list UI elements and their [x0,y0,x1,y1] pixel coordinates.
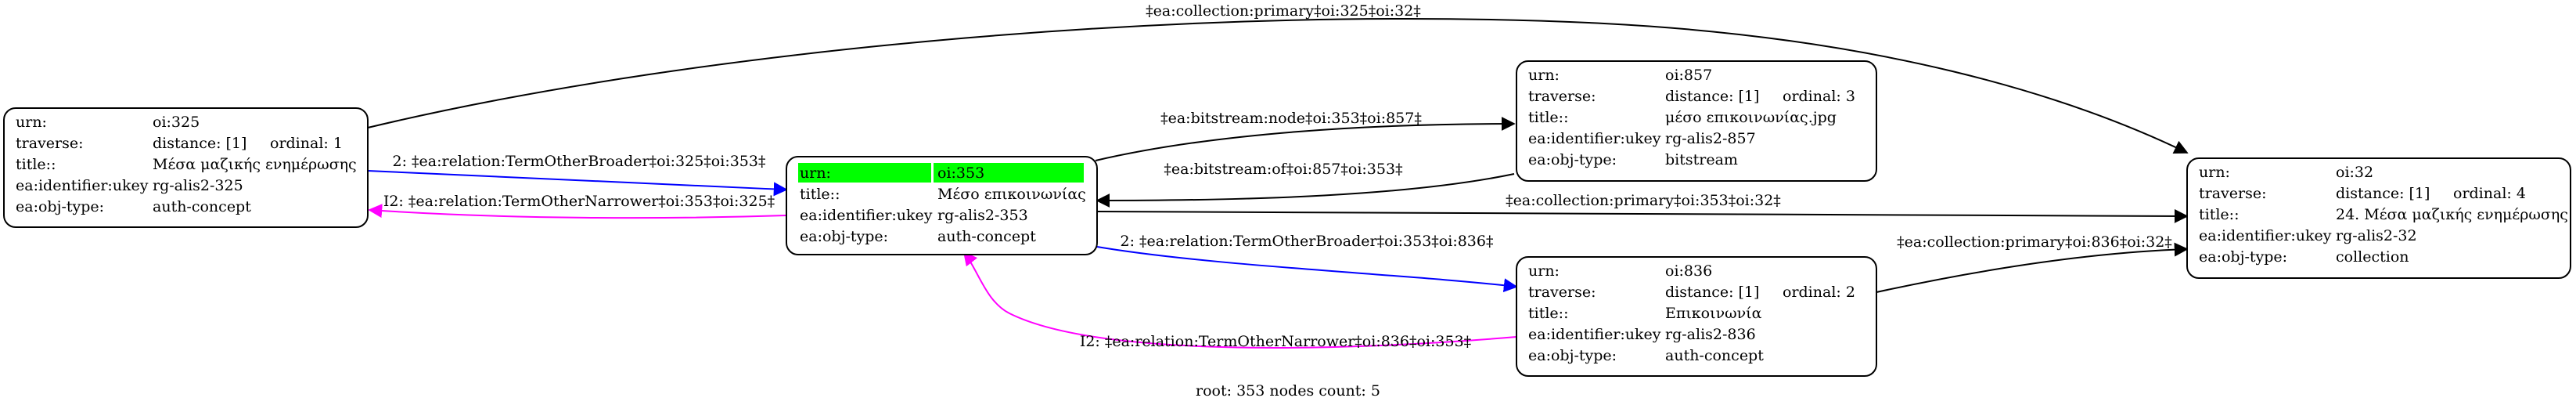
node-row-key: traverse: [16,135,84,152]
node-row-value: μέσο επικοινωνίας.jpg [1665,109,1837,126]
node-row-key: traverse: [1528,284,1596,301]
node-row-key: ea:identifier:ukey [16,177,149,194]
edge-857-to-353: ‡ea:bitstream:of‡oi:857‡oi:353‡ [1096,161,1515,208]
node-row-key: urn: [2199,164,2230,181]
node-row-value: rg-alis2-325 [153,177,243,194]
edge-label: ‡ea:bitstream:of‡oi:857‡oi:353‡ [1164,161,1402,178]
node-row-value: auth-concept [153,198,251,215]
node-row-value-2: ordinal: 3 [1783,88,1855,105]
edge-label: ‡ea:bitstream:node‡oi:353‡oi:857‡ [1160,110,1422,127]
edge-label: 2: ‡ea:relation:TermOtherBroader‡oi:325‡… [392,153,765,170]
edge-label: I2: ‡ea:relation:TermOtherNarrower‡oi:83… [1080,333,1471,350]
node-row-value: distance: [1] [1665,88,1759,105]
node-row-value: rg-alis2-857 [1665,130,1756,147]
node-row-key: title:: [1528,109,1568,126]
node-row-key: urn: [1528,67,1560,84]
node-row-value: Μέσα μαζικής ενημέρωσης [153,156,357,173]
node-row-value-2: ordinal: 1 [270,135,343,152]
node-row-value: Επικοινωνία [1665,305,1762,322]
node-row-key: title:: [2199,206,2239,223]
node-row-value: oi:32 [2336,164,2373,181]
node-oi-836[interactable]: urn: oi:836 traverse: distance: [1] ordi… [1516,256,1877,377]
node-row-value: oi:353 [937,165,984,182]
node-row-key: traverse: [2199,185,2267,202]
node-row-value-2: ordinal: 4 [2453,185,2526,202]
node-row-value: 24. Μέσα μαζικής ενημέρωσης [2336,206,2568,223]
edge-836-to-32: ‡ea:collection:primary‡oi:836‡oi:32‡ [1876,233,2189,293]
edge-353-to-857: ‡ea:bitstream:node‡oi:353‡oi:857‡ [1095,110,1516,161]
node-row-key: title:: [16,156,56,173]
node-oi-32[interactable]: urn: oi:32 traverse: distance: [1] ordin… [2186,157,2571,279]
graph-footer: root: 353 nodes count: 5 [1196,382,1380,400]
node-row-key: ea:obj-type: [1528,347,1617,364]
node-row-key: title:: [1528,305,1568,322]
node-row-value: rg-alis2-836 [1665,326,1756,343]
node-row-value: rg-alis2-32 [2336,227,2417,244]
edge-label: I2: ‡ea:relation:TermOtherNarrower‡oi:35… [383,193,775,210]
node-row-key: ea:obj-type: [16,198,104,215]
edge-label: ‡ea:collection:primary‡oi:353‡oi:32‡ [1506,192,1781,209]
node-row-key: ea:obj-type: [2199,248,2287,266]
node-row-key: ea:identifier:ukey [800,207,933,224]
node-row-value: distance: [1] [1665,284,1759,301]
edge-325-to-353-broader: 2: ‡ea:relation:TermOtherBroader‡oi:325‡… [367,153,788,197]
node-row-value: oi:325 [153,114,200,131]
edge-353-to-32: ‡ea:collection:primary‡oi:353‡oi:32‡ [1096,192,2189,223]
node-row-value: auth-concept [937,228,1036,245]
node-row-key: ea:obj-type: [800,228,888,245]
edge-836-to-353-narrower: I2: ‡ea:relation:TermOtherNarrower‡oi:83… [962,251,1517,350]
edge-353-to-836-broader: 2: ‡ea:relation:TermOtherBroader‡oi:353‡… [1096,233,1518,293]
node-row-key: ea:identifier:ukey [2199,227,2332,244]
node-row-key: ea:identifier:ukey [1528,326,1661,343]
node-row-value: oi:857 [1665,67,1712,84]
node-row-value: distance: [1] [2336,185,2430,202]
node-row-value-2: ordinal: 2 [1783,284,1855,301]
urn-highlight-value [934,163,1084,183]
node-row-value: bitstream [1665,151,1738,168]
node-row-key: traverse: [1528,88,1596,105]
node-row-key: urn: [1528,262,1560,280]
node-row-value: Μέσο επικοινωνίας [937,186,1086,203]
edge-label: ‡ea:collection:primary‡oi:325‡oi:32‡ [1146,2,1421,20]
edge-label: 2: ‡ea:relation:TermOtherBroader‡oi:353‡… [1120,233,1493,250]
node-row-value: rg-alis2-353 [937,207,1028,224]
node-row-key: title:: [800,186,840,203]
node-row-key: urn: [16,114,47,131]
edge-label: ‡ea:collection:primary‡oi:836‡oi:32‡ [1897,233,2172,251]
urn-highlight-key [798,163,931,183]
node-row-value: distance: [1] [153,135,246,152]
node-row-key: ea:identifier:ukey [1528,130,1661,147]
node-row-key: ea:obj-type: [1528,151,1617,168]
node-oi-353[interactable]: urn: oi:353 title:: Μέσο επικοινωνίας ea… [786,156,1098,255]
node-row-value: auth-concept [1665,347,1764,364]
node-oi-857[interactable]: urn: oi:857 traverse: distance: [1] ordi… [1516,60,1877,182]
node-row-value: oi:836 [1665,262,1712,280]
edge-353-to-325-narrower: I2: ‡ea:relation:TermOtherNarrower‡oi:35… [368,193,787,219]
edge-325-to-32: ‡ea:collection:primary‡oi:325‡oi:32‡ [367,2,2189,154]
node-row-key: urn: [800,165,831,182]
node-row-value: collection [2336,248,2409,266]
node-oi-325[interactable]: urn: oi:325 traverse: distance: [1] ordi… [3,107,369,228]
